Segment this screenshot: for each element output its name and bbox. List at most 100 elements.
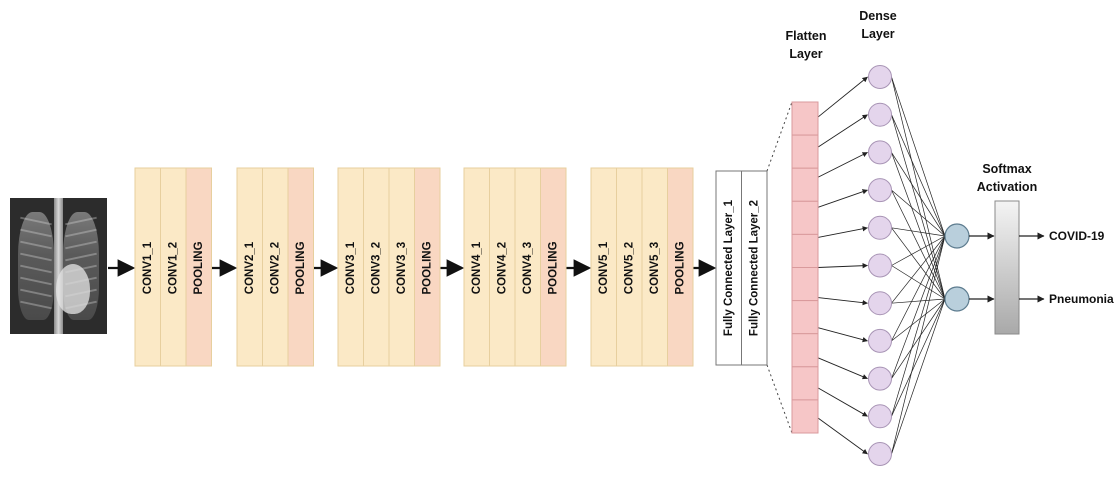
projection-line [766, 364, 793, 434]
output-edge [891, 114, 946, 237]
output-edge [891, 76, 946, 300]
output-edge [891, 152, 946, 237]
block-2: CONV2_1 CONV2_2 POOLING [236, 167, 314, 367]
dense-node [868, 404, 892, 429]
conv-layer [590, 167, 617, 367]
dense-edge [817, 151, 868, 178]
layer-label: POOLING [674, 241, 686, 294]
flatten-title-line1: Flatten [786, 29, 827, 43]
flatten-cell [791, 101, 819, 136]
dense-title-line1: Dense [859, 9, 897, 23]
layer-label: CONV2_2 [269, 242, 281, 294]
output-edge [891, 265, 946, 300]
flatten-cell [791, 333, 819, 368]
heart-shadow [56, 264, 90, 314]
dense-title-line2: Layer [861, 27, 894, 41]
dense-edge [817, 327, 868, 343]
dense-node [868, 442, 892, 466]
layer-label: POOLING [547, 241, 559, 294]
softmax-title-line1: Softmax [982, 162, 1031, 176]
pooling-layer [414, 167, 441, 367]
chest-xray-image [10, 198, 107, 334]
output-edge [891, 235, 946, 304]
output-edge [891, 235, 946, 455]
dense-node [868, 140, 892, 165]
output-edge [891, 189, 946, 300]
conv-layer [262, 167, 289, 367]
output-edge [891, 76, 946, 237]
conv-layer [514, 167, 541, 367]
output-edge [891, 235, 946, 417]
dense-edge [817, 387, 868, 417]
block-3: CONV3_1 CONV3_2 CONV3_3 POOLING [337, 167, 441, 367]
conv-layer [489, 167, 516, 367]
layer-label: CONV4_3 [522, 242, 534, 294]
dense-node [868, 65, 892, 89]
softmax-title-line2: Activation [977, 180, 1037, 194]
output-node [944, 286, 970, 312]
left-lung [18, 212, 54, 320]
layer-label: CONV3_2 [370, 242, 382, 294]
conv-layer [160, 167, 187, 367]
dense-edge [817, 114, 868, 148]
flatten-cell [791, 366, 819, 401]
flatten-title-line2: Layer [789, 47, 822, 61]
conv-layer [616, 167, 643, 367]
layer-label: CONV3_1 [345, 241, 357, 294]
output-edge [891, 189, 946, 237]
conv-layer [463, 167, 490, 367]
layer-label: CONV2_1 [244, 241, 256, 294]
output-node [944, 223, 970, 249]
output-edge [891, 235, 946, 266]
dense-edge [817, 226, 868, 238]
output-edge [891, 298, 946, 304]
output-edge [891, 114, 946, 300]
pooling-layer [287, 167, 314, 367]
layer-label: CONV4_1 [471, 241, 483, 294]
projection-line [766, 101, 793, 172]
dense-node [868, 328, 892, 353]
class-label-1: Pneumonia [1049, 292, 1114, 306]
block-4: CONV4_1 CONV4_2 CONV4_3 POOLING [463, 167, 567, 367]
output-edge [891, 227, 946, 300]
fc-label: Fully Connected Layer_1 [723, 199, 735, 336]
layer-label: POOLING [295, 241, 307, 294]
layer-label: CONV3_3 [396, 242, 408, 294]
flatten-cell [791, 167, 819, 202]
layer-label: CONV1_2 [167, 242, 179, 294]
layer-label: POOLING [193, 241, 205, 294]
conv-layer [388, 167, 415, 367]
class-label-0: COVID-19 [1049, 229, 1105, 243]
fc-label: Fully Connected Layer_2 [748, 200, 760, 336]
dense-node [868, 178, 892, 203]
dense-node [868, 253, 892, 278]
output-edge [891, 298, 946, 417]
dense-edge [817, 357, 868, 380]
output-edge [891, 227, 946, 237]
output-edge [891, 298, 946, 379]
output-edge [891, 235, 946, 342]
flatten-cell [791, 300, 819, 335]
pooling-layer [540, 167, 567, 367]
pooling-layer [667, 167, 694, 367]
dense-edge [817, 189, 868, 208]
output-edge [891, 152, 946, 300]
layer-label: POOLING [421, 241, 433, 294]
output-edge [891, 235, 946, 379]
fully-connected-layer [715, 170, 742, 366]
dense-edge [817, 76, 868, 118]
dense-edge [817, 417, 868, 455]
layer-label: CONV4_2 [496, 242, 508, 294]
output-edge [891, 298, 946, 455]
flatten-cell [791, 200, 819, 235]
pooling-layer [185, 167, 212, 367]
flatten-cell [791, 399, 819, 434]
layer-label: CONV5_2 [623, 242, 635, 294]
dense-edge [817, 297, 868, 306]
layer-label: CONV5_3 [649, 242, 661, 294]
dense-node [868, 291, 892, 316]
